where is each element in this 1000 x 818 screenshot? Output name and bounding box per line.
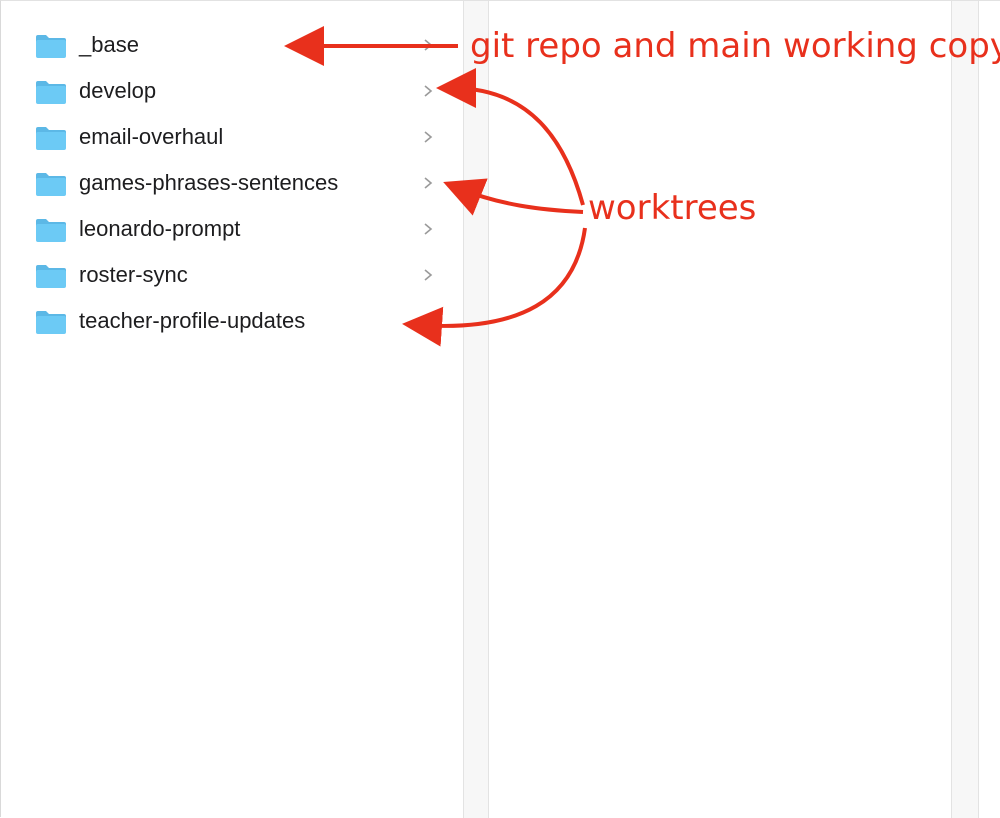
chevron-right-icon bbox=[424, 269, 433, 281]
folder-row-base[interactable]: _base bbox=[2, 25, 463, 65]
folder-row-email-overhaul[interactable]: email-overhaul bbox=[2, 117, 463, 157]
chevron-right-icon bbox=[424, 131, 433, 143]
column-resize-handle[interactable] bbox=[463, 1, 489, 818]
folder-icon bbox=[36, 127, 66, 150]
base-annotation: git repo and main working copy bbox=[470, 26, 1000, 66]
chevron-right-icon bbox=[424, 315, 433, 327]
folder-icon bbox=[36, 81, 66, 104]
folder-name: _base bbox=[79, 32, 139, 57]
folder-name: leonardo-prompt bbox=[79, 216, 241, 241]
folder-icon bbox=[36, 35, 66, 58]
folder-row-teacher-profile-updates[interactable]: teacher-profile-updates bbox=[2, 301, 463, 341]
folder-row-games-phrases-sentences[interactable]: games-phrases-sentences bbox=[2, 163, 463, 203]
folder-icon bbox=[36, 311, 66, 334]
chevron-right-icon bbox=[424, 177, 433, 189]
worktrees-annotation: worktrees bbox=[588, 188, 757, 228]
folder-row-leonardo-prompt[interactable]: leonardo-prompt bbox=[2, 209, 463, 249]
folder-column: _base develop email-overhaul bbox=[2, 1, 463, 818]
folder-name: develop bbox=[79, 78, 157, 103]
folder-name: roster-sync bbox=[79, 262, 188, 287]
chevron-right-icon bbox=[424, 223, 433, 235]
empty-column bbox=[489, 1, 951, 818]
chevron-right-icon bbox=[424, 85, 433, 97]
chevron-right-icon bbox=[424, 39, 433, 51]
folder-icon bbox=[36, 265, 66, 288]
folder-name: games-phrases-sentences bbox=[79, 170, 339, 195]
folder-name: teacher-profile-updates bbox=[79, 308, 306, 333]
column-resize-handle[interactable] bbox=[951, 1, 979, 818]
folder-row-roster-sync[interactable]: roster-sync bbox=[2, 255, 463, 295]
folder-name: email-overhaul bbox=[79, 124, 224, 149]
folder-icon bbox=[36, 219, 66, 242]
folder-icon bbox=[36, 173, 66, 196]
folder-row-develop[interactable]: develop bbox=[2, 71, 463, 111]
empty-column bbox=[979, 1, 1000, 818]
